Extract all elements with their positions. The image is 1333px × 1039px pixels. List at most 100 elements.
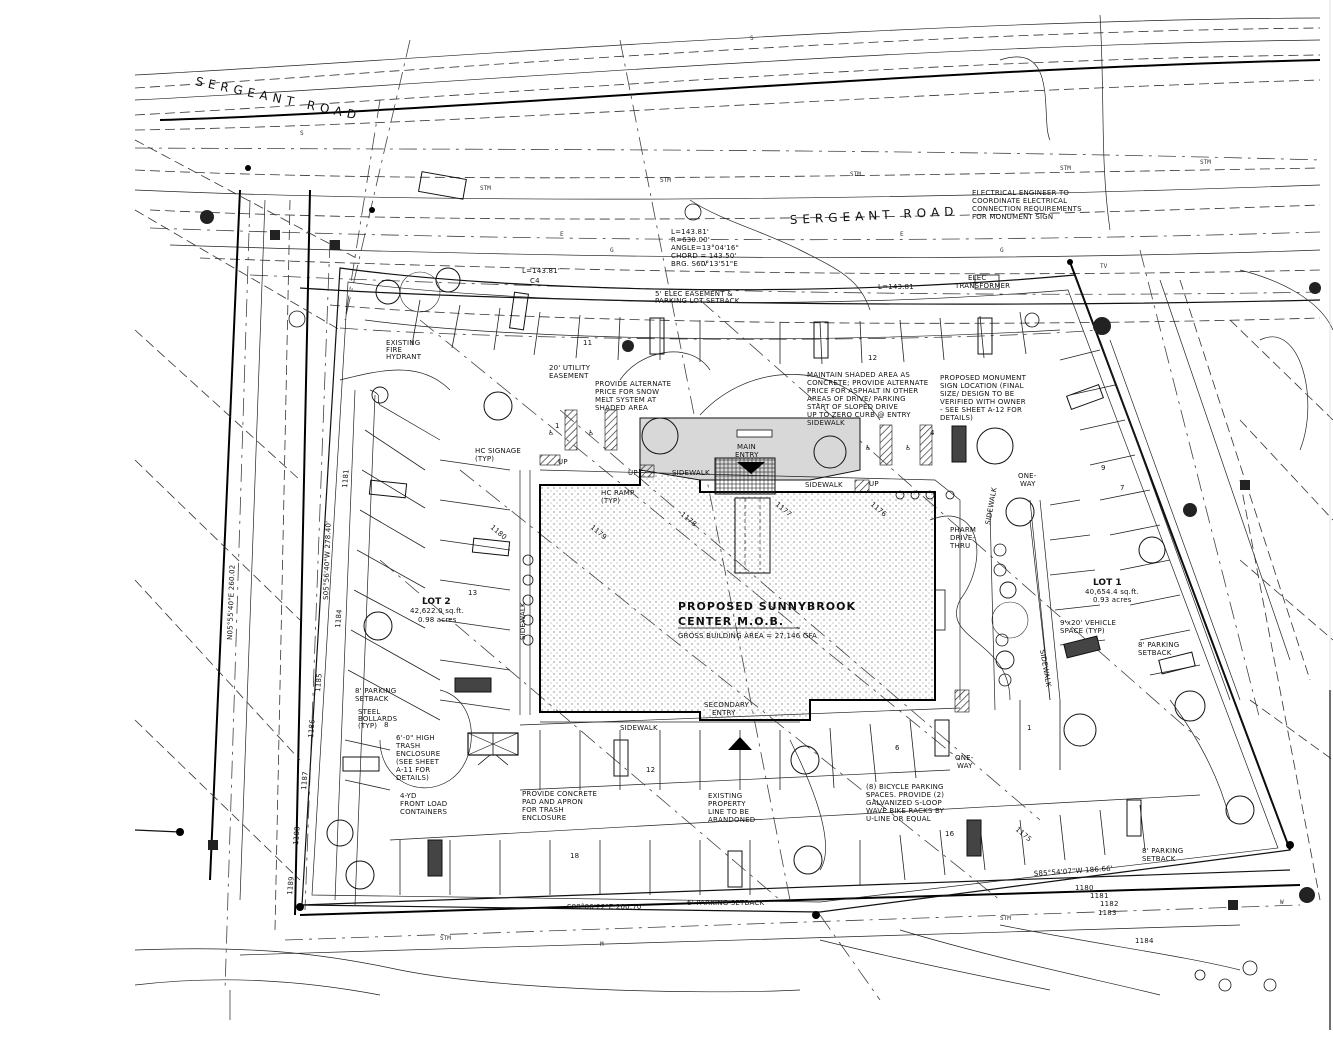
secondary-entry-arrow	[728, 737, 752, 750]
parking-row-north	[411, 299, 1027, 365]
trees	[326, 267, 1277, 992]
svg-text:1181: 1181	[1090, 892, 1109, 900]
sidewalk-label: SIDEWALK	[984, 487, 998, 526]
svg-text:1: 1	[1027, 724, 1032, 732]
utility-structures	[176, 165, 1321, 919]
svg-text:4: 4	[930, 429, 935, 437]
parking-row-east	[1019, 339, 1241, 770]
note-steel-bollards: STEEL BOLLARDS (TYP)	[358, 708, 397, 730]
note-vehicle-space: 9'x20' VEHICLE SPACE (TYP)	[1060, 619, 1116, 635]
one-way-north: ONE- WAY	[1018, 472, 1037, 488]
svg-text:SPACE (TYP): SPACE (TYP)	[1060, 627, 1105, 635]
svg-text:6: 6	[895, 744, 900, 752]
svg-text:1180: 1180	[1075, 884, 1094, 892]
svg-text:8: 8	[384, 721, 389, 729]
note-elec-easement: 5' ELEC EASEMENT & PARKING LOT SETBACK	[655, 290, 740, 305]
note-transformer: ELEC TRANSFORMER	[954, 274, 1010, 290]
svg-text:- SEE SHEET A-12 FOR: - SEE SHEET A-12 FOR	[940, 406, 1022, 414]
svg-text:FRONT LOAD: FRONT LOAD	[400, 800, 447, 808]
utility-code-tv: TV	[1100, 263, 1108, 270]
svg-text:18: 18	[570, 852, 579, 860]
lot-1-name: LOT 1	[1093, 578, 1122, 588]
bearing-south: S88°06'22"E 200.70	[567, 903, 642, 911]
svg-text:COORDINATE ELECTRICAL: COORDINATE ELECTRICAL	[972, 197, 1067, 205]
svg-text:PAD AND APRON: PAD AND APRON	[522, 798, 583, 806]
utility-code-storm: STM	[850, 171, 861, 178]
sidewalk-label: SIDEWALK	[620, 724, 658, 732]
utility-code-storm: STM	[660, 177, 671, 184]
svg-text:ELECTRICAL ENGINEER TO: ELECTRICAL ENGINEER TO	[972, 189, 1069, 197]
svg-text:9'x20' VEHICLE: 9'x20' VEHICLE	[1060, 619, 1116, 627]
south-utility-lines	[134, 869, 1301, 1020]
sidewalk-label: SIDEWALK	[805, 481, 843, 489]
note-parking-setback-east: 8' PARKING SETBACK	[1138, 641, 1179, 657]
note-fire-hydrant: EXISTING FIRE HYDRANT	[386, 339, 422, 361]
parked-cars	[342, 291, 1196, 888]
utility-labels: STM STM STM STM STM E E G G TV TV S S W …	[300, 35, 1284, 948]
svg-text:PROPOSED MONUMENT: PROPOSED MONUMENT	[940, 374, 1027, 382]
main-entry-arrow	[737, 462, 765, 474]
svg-text:L=143.81': L=143.81'	[671, 228, 709, 236]
accessible-stalls: ♿ ♿ ♿ ♿	[539, 409, 970, 713]
lot-2-sqft: 42,622.0 sq.ft.	[410, 607, 464, 615]
road-label-lower: SERGEANT ROAD	[789, 204, 958, 227]
svg-text:SIGN LOCATION (FINAL: SIGN LOCATION (FINAL	[940, 382, 1024, 390]
svg-text:ONE-: ONE-	[955, 754, 974, 762]
svg-text:LINE TO BE: LINE TO BE	[708, 808, 749, 816]
note-curve-right: L=143.81	[878, 283, 914, 291]
svg-text:TRASH: TRASH	[395, 742, 420, 750]
utility-code-storm: STM	[440, 935, 451, 942]
svg-text:1184: 1184	[334, 609, 344, 629]
svg-text:11: 11	[583, 339, 592, 347]
svg-text:8' PARKING: 8' PARKING	[1142, 847, 1183, 855]
svg-text:U-LINE OR EQUAL: U-LINE OR EQUAL	[866, 815, 931, 823]
note-hc-signage: HC SIGNAGE (TYP)	[475, 447, 521, 463]
secondary-entry-label: SECONDARY	[704, 701, 750, 709]
bearing-west: N05°55'40"E 260.02	[226, 564, 237, 640]
svg-text:HYDRANT: HYDRANT	[386, 353, 422, 361]
hc-symbol: ♿	[548, 429, 554, 437]
svg-text:FOR MONUMENT SIGN: FOR MONUMENT SIGN	[972, 213, 1053, 221]
svg-text:1182: 1182	[1100, 900, 1119, 908]
svg-text:8' PARKING: 8' PARKING	[1138, 641, 1179, 649]
building	[539, 469, 946, 721]
svg-text:1186: 1186	[307, 719, 317, 739]
svg-text:BRG. S60°13'51"E: BRG. S60°13'51"E	[671, 260, 738, 268]
svg-text:MAINTAIN SHADED AREA AS: MAINTAIN SHADED AREA AS	[807, 371, 910, 379]
svg-text:20' UTILITY: 20' UTILITY	[549, 364, 591, 372]
svg-text:PROVIDE CONCRETE: PROVIDE CONCRETE	[522, 790, 597, 798]
svg-text:MELT SYSTEM AT: MELT SYSTEM AT	[595, 396, 657, 404]
landscape-swales	[339, 199, 1231, 871]
svg-text:STEEL: STEEL	[358, 708, 380, 716]
parking-row-west	[334, 389, 511, 906]
note-pharmacy-drive-thru: PHARM DRIVE- THRU	[949, 526, 976, 550]
svg-text:AREAS OF DRIVE/ PARKING: AREAS OF DRIVE/ PARKING	[807, 395, 906, 403]
svg-text:1185: 1185	[314, 673, 324, 692]
svg-text:SETBACK: SETBACK	[1142, 855, 1176, 863]
utility-code-storm: STM	[480, 185, 491, 192]
utility-code-mains: M	[600, 941, 604, 948]
utility-code-sewer: S	[300, 130, 304, 137]
note-electrical: ELECTRICAL ENGINEER TO COORDINATE ELECTR…	[972, 189, 1082, 221]
utility-code-storm: STM	[1060, 165, 1071, 172]
site-boundary	[301, 267, 1291, 913]
svg-text:PHARM: PHARM	[950, 526, 976, 534]
utility-code-tv: TV	[700, 261, 708, 268]
svg-text:CHORD = 143.50': CHORD = 143.50'	[671, 252, 737, 260]
lot-1-sqft: 40,654.4 sq.ft.	[1085, 588, 1139, 596]
svg-text:1184: 1184	[1135, 937, 1154, 945]
building-name-line1: PROPOSED SUNNYBROOK	[678, 600, 856, 613]
svg-text:13: 13	[468, 589, 477, 597]
ramp-up-label: UP	[628, 469, 638, 477]
svg-text:L=143.81': L=143.81'	[522, 267, 560, 275]
svg-text:WAY: WAY	[1020, 480, 1036, 488]
sidewalk-label: SIDEWALK	[1038, 649, 1052, 688]
ramp-up-label: UP	[869, 480, 879, 488]
svg-text:EXISTING: EXISTING	[386, 339, 420, 347]
svg-text:1180: 1180	[489, 523, 508, 541]
svg-text:16: 16	[945, 830, 955, 838]
svg-text:UP TO ZERO CURB @ ENTRY: UP TO ZERO CURB @ ENTRY	[807, 411, 911, 419]
note-monument-sign: PROPOSED MONUMENT SIGN LOCATION (FINAL S…	[940, 374, 1027, 422]
svg-text:DETAILS): DETAILS)	[396, 774, 429, 782]
lot-2-name: LOT 2	[422, 597, 451, 607]
